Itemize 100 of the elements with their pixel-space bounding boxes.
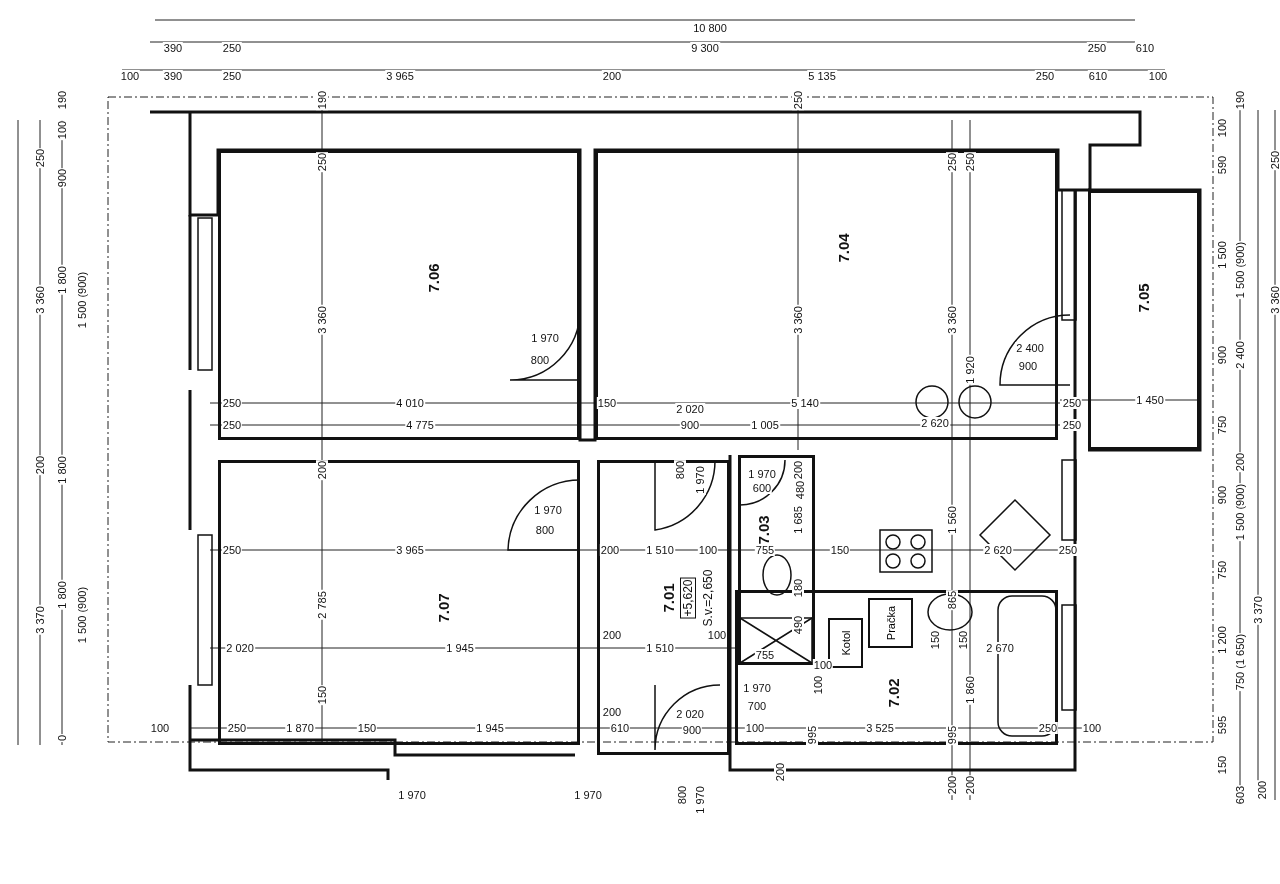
dimension-label: 200 [316, 459, 328, 481]
dimension-label: 1 500 (900) [76, 270, 88, 330]
dimension-label: 1 500 [1216, 240, 1228, 270]
dimension-label: 100 [706, 629, 728, 641]
dimension-label: 200 [792, 459, 804, 481]
dimension-label: 200 [601, 706, 623, 718]
dimension-label: 480 [794, 479, 806, 501]
dimension-label: 1 005 [750, 419, 780, 431]
dimension-label: 250 [221, 42, 243, 54]
dimension-label: 1 800 [56, 265, 68, 295]
appliance-outline [868, 598, 913, 648]
dimension-label: 3 360 [792, 305, 804, 335]
room-outline [597, 460, 730, 755]
dimension-label: 590 [1216, 154, 1228, 176]
dimension-label: 250 [1061, 397, 1083, 409]
dimension-label: 1 970 [742, 682, 772, 694]
dimension-label: 4 010 [395, 397, 425, 409]
dimension-label: 1 510 [645, 642, 675, 654]
dimension-label: 150 [929, 629, 941, 651]
dimension-label: 250 [221, 397, 243, 409]
dimension-label: 150 [957, 629, 969, 651]
dimension-label: 900 [56, 167, 68, 189]
dimension-label: 2 620 [920, 417, 950, 429]
dimension-label: 0 [56, 733, 68, 743]
room-outline [218, 460, 580, 745]
dimension-label: 1 860 [964, 675, 976, 705]
room-note: S.v.=2,650 [701, 569, 715, 627]
dimension-label: 250 [221, 544, 243, 556]
dimension-label: 250 [221, 419, 243, 431]
dimension-label: 995 [946, 724, 958, 746]
dimension-label: 390 [162, 42, 184, 54]
dimension-label: 3 965 [385, 70, 415, 82]
dimension-label: 800 [676, 784, 688, 806]
dimension-label: 150 [829, 544, 851, 556]
dimension-label: 750 [1216, 414, 1228, 436]
dimension-label: 490 [792, 614, 804, 636]
dimension-label: 190 [316, 89, 328, 111]
dimension-label: 250 [34, 147, 46, 169]
dimension-label: 10 800 [692, 22, 728, 34]
dimension-label: 5 135 [807, 70, 837, 82]
dimension-label: 200 [964, 774, 976, 796]
appliance-label: Kotol [839, 630, 852, 656]
dimension-label: 1 800 [56, 455, 68, 485]
dimension-label: 250 [946, 151, 958, 173]
room-note: +5,620 [680, 577, 696, 619]
dimension-label: 250 [316, 151, 328, 173]
dimension-label: 610 [1087, 70, 1109, 82]
dimension-label: 1 970 [694, 465, 706, 495]
dimension-label: 2 670 [985, 642, 1015, 654]
dimension-label: 150 [596, 397, 618, 409]
room-number: 7.02 [884, 678, 902, 708]
dimension-label: 200 [1234, 451, 1246, 473]
dimension-label: 150 [316, 684, 328, 706]
room-number: 7.01 [659, 583, 677, 613]
dimension-label: 2 020 [675, 403, 705, 415]
dimension-label: 100 [744, 722, 766, 734]
dimension-label: 995 [806, 724, 818, 746]
dimension-label: 1 200 [1216, 625, 1228, 655]
dimension-label: 800 [674, 459, 686, 481]
dimension-label: 2 020 [225, 642, 255, 654]
dimension-label: 3 360 [34, 285, 46, 315]
dimension-label: 1 945 [445, 642, 475, 654]
dimension-label: 1 560 [946, 505, 958, 535]
dimension-label: 100 [1147, 70, 1169, 82]
room-number: 7.04 [834, 233, 852, 263]
dimension-label: 9 300 [690, 42, 720, 54]
dimension-label: 1 450 [1135, 394, 1165, 406]
dimension-label: 900 [1017, 360, 1039, 372]
dimension-label: 1 970 [533, 504, 563, 516]
dimension-label: 865 [946, 589, 958, 611]
dimension-label: 5 140 [790, 397, 820, 409]
room-number: 7.03 [754, 515, 772, 545]
dimension-label: 755 [754, 544, 776, 556]
dimension-label: 1 500 (900) [1234, 240, 1246, 300]
room-number: 7.05 [1134, 283, 1152, 313]
dimension-label: 150 [356, 722, 378, 734]
dimension-label: 1 870 [285, 722, 315, 734]
dimension-label: 200 [1256, 779, 1268, 801]
dimension-label: 1 500 (900) [1234, 482, 1246, 542]
dimension-label: 1 685 [792, 505, 804, 535]
dimension-label: 3 360 [946, 305, 958, 335]
dimension-label: 100 [697, 544, 719, 556]
dimension-label: 750 [1216, 559, 1228, 581]
room-outline [595, 150, 1058, 440]
dimension-label: 250 [1037, 722, 1059, 734]
dimension-label: 1 970 [530, 332, 560, 344]
dimension-label: 4 775 [405, 419, 435, 431]
dimension-label: 1 970 [397, 789, 427, 801]
dimension-label: 700 [746, 700, 768, 712]
dimension-label: 250 [1061, 419, 1083, 431]
dimension-label: 200 [601, 629, 623, 641]
dimension-label: 800 [529, 354, 551, 366]
dimension-label: 1 920 [964, 355, 976, 385]
dimension-label: 250 [964, 151, 976, 173]
dimension-label: 100 [812, 659, 834, 671]
dimension-label: 390 [162, 70, 184, 82]
dimension-label: 600 [751, 482, 773, 494]
dimension-label: 595 [1216, 714, 1228, 736]
dimension-label: 2 785 [316, 590, 328, 620]
dimension-label: 100 [1216, 117, 1228, 139]
